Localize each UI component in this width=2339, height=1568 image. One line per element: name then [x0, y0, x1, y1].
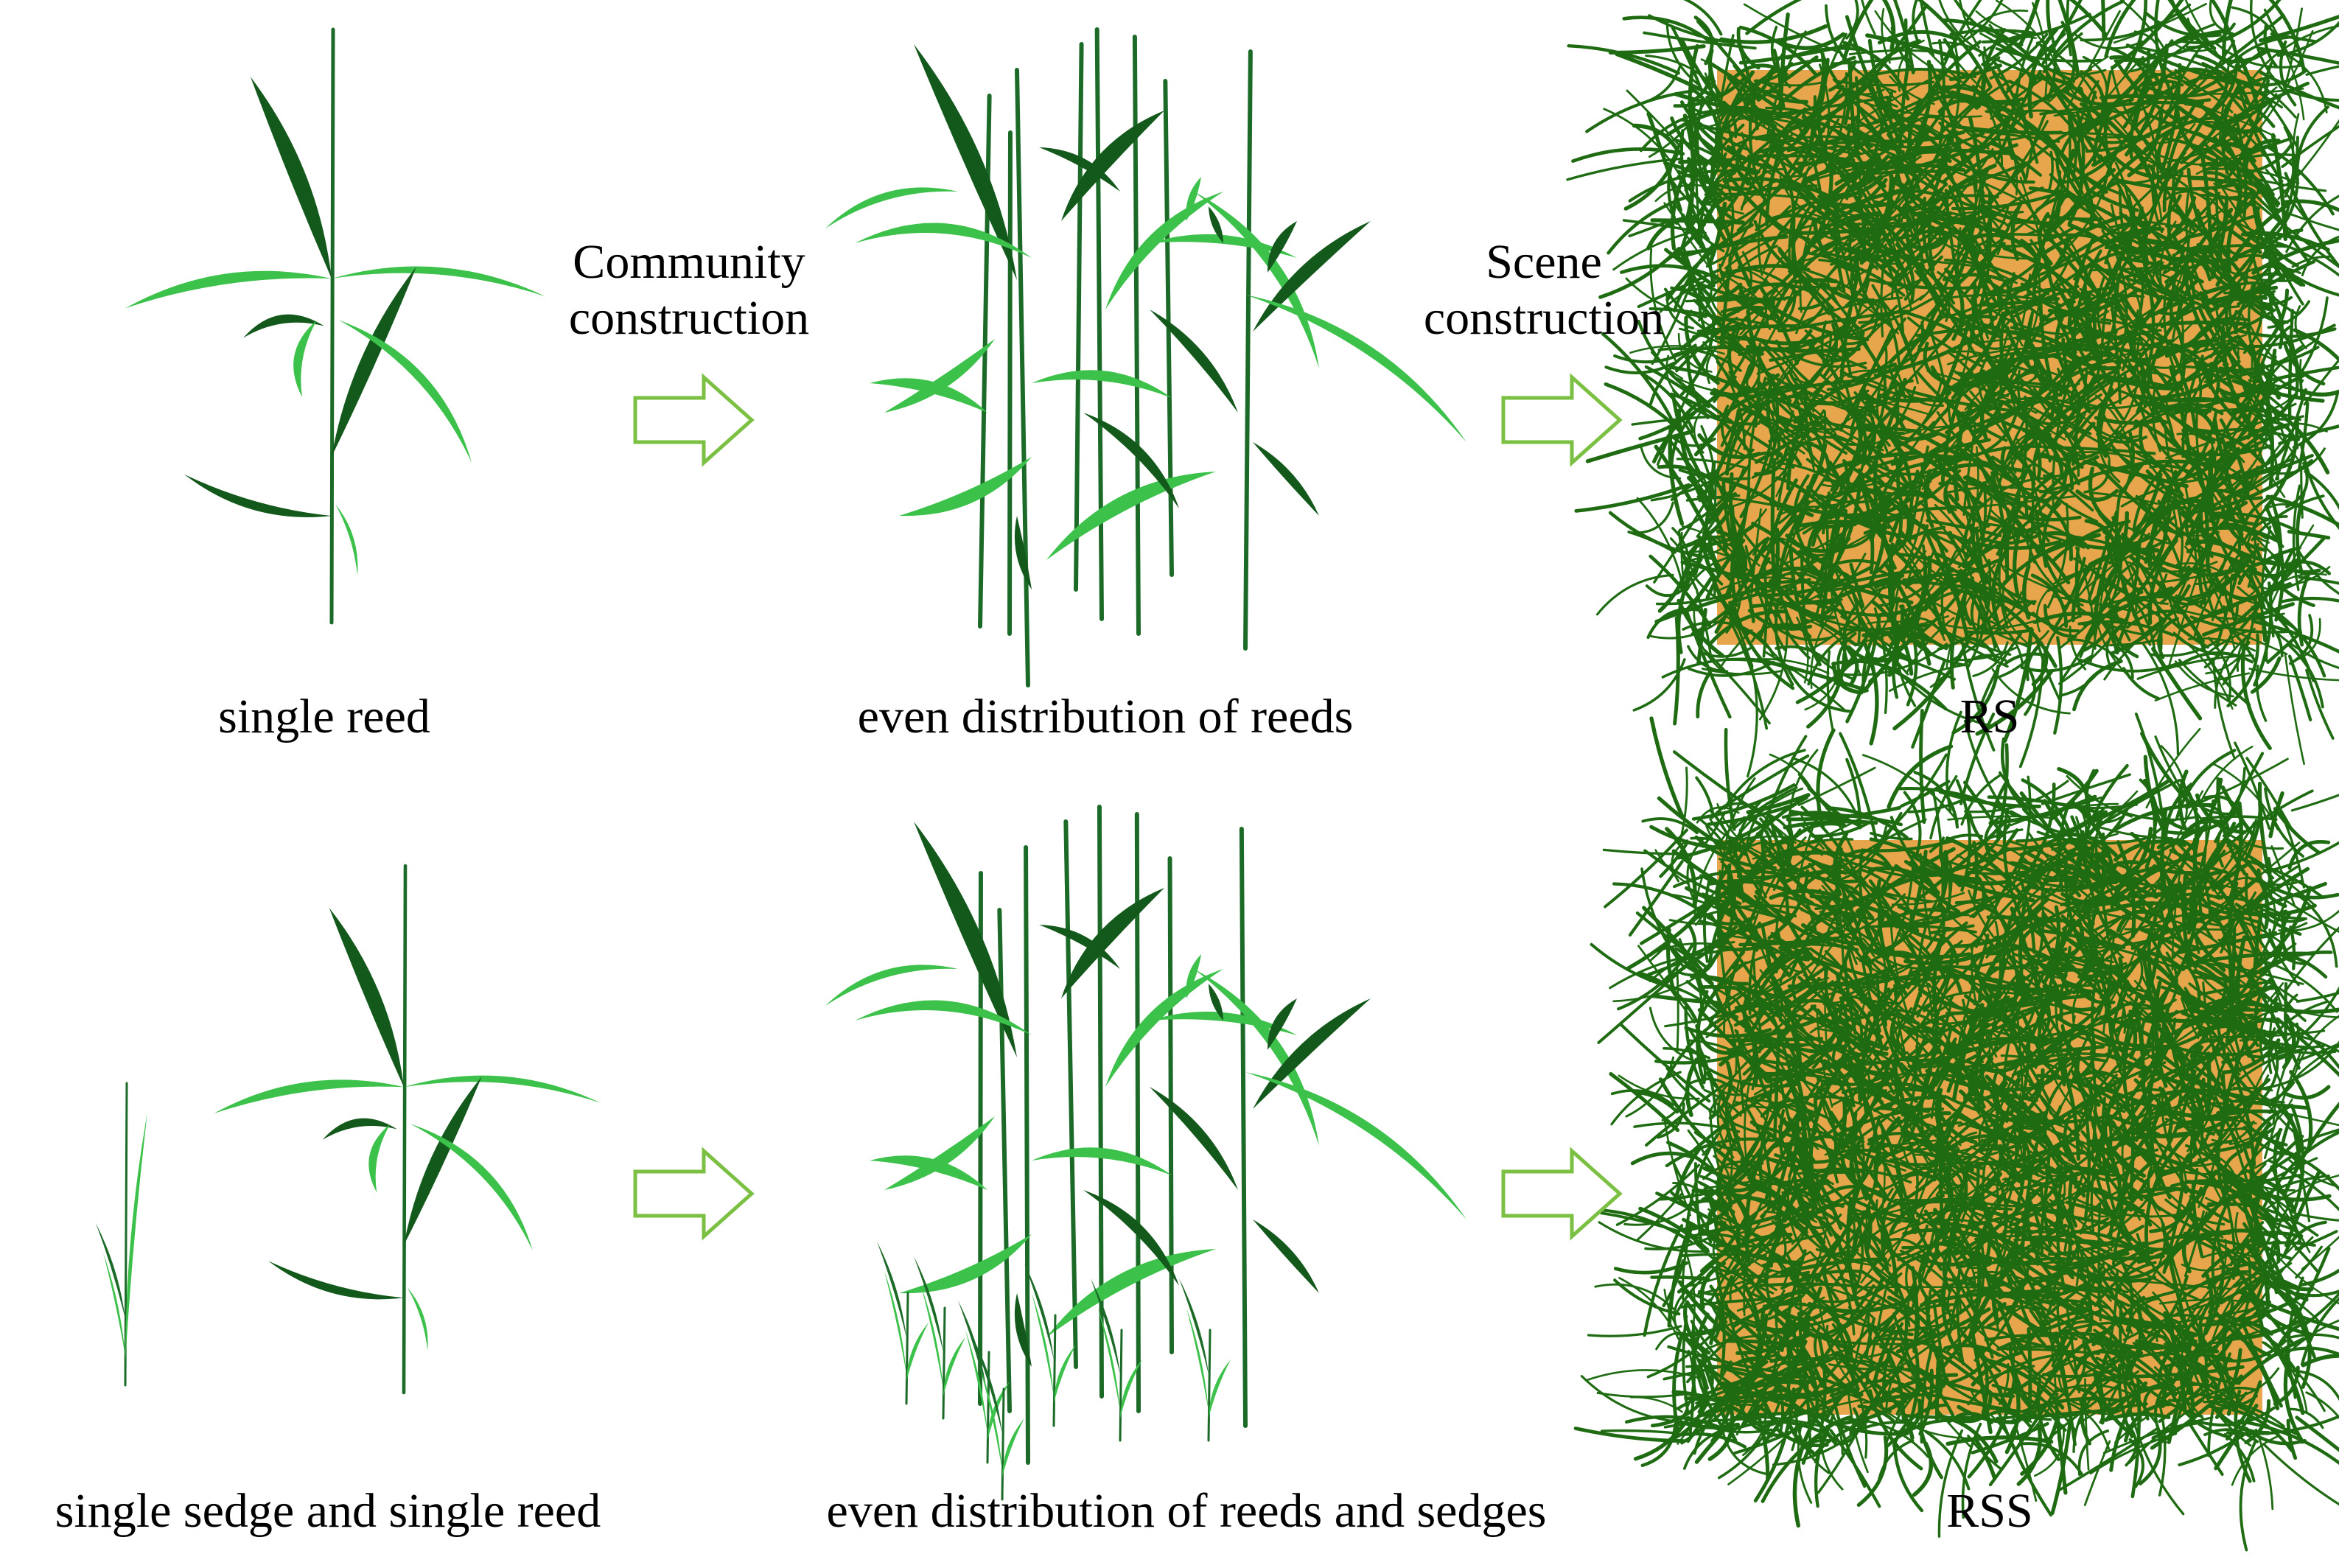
right-arrow-icon	[633, 1147, 755, 1241]
step-label-line1: Scene	[1486, 235, 1602, 289]
step-label-line2: construction	[568, 290, 810, 345]
rs-scene	[1566, 0, 2339, 778]
caption-reed-sedge-community: even distribution of reeds and sedges	[826, 1484, 1547, 1538]
caption-sedge-and-reed: single sedge and single reed	[55, 1484, 601, 1538]
step-label-line2: construction	[1423, 290, 1665, 345]
right-arrow-icon	[1501, 373, 1623, 467]
caption-single-reed: single reed	[218, 690, 430, 743]
step-label-scene: Scene construction	[1424, 234, 1664, 346]
right-arrow-icon	[1501, 1147, 1623, 1241]
caption-reed-community: even distribution of reeds	[857, 690, 1354, 743]
caption-rs: RS	[1959, 690, 2020, 743]
caption-rss: RSS	[1946, 1484, 2033, 1538]
step-label-line1: Community	[573, 235, 805, 289]
single-reed-model	[125, 27, 545, 625]
sedge-and-reed-model	[96, 864, 601, 1395]
step-label-community: Community construction	[569, 234, 809, 346]
rss-scene	[1573, 709, 2339, 1552]
reed-sedge-community-model	[825, 805, 1466, 1501]
right-arrow-icon	[633, 373, 755, 467]
reed-community-model	[825, 27, 1466, 687]
